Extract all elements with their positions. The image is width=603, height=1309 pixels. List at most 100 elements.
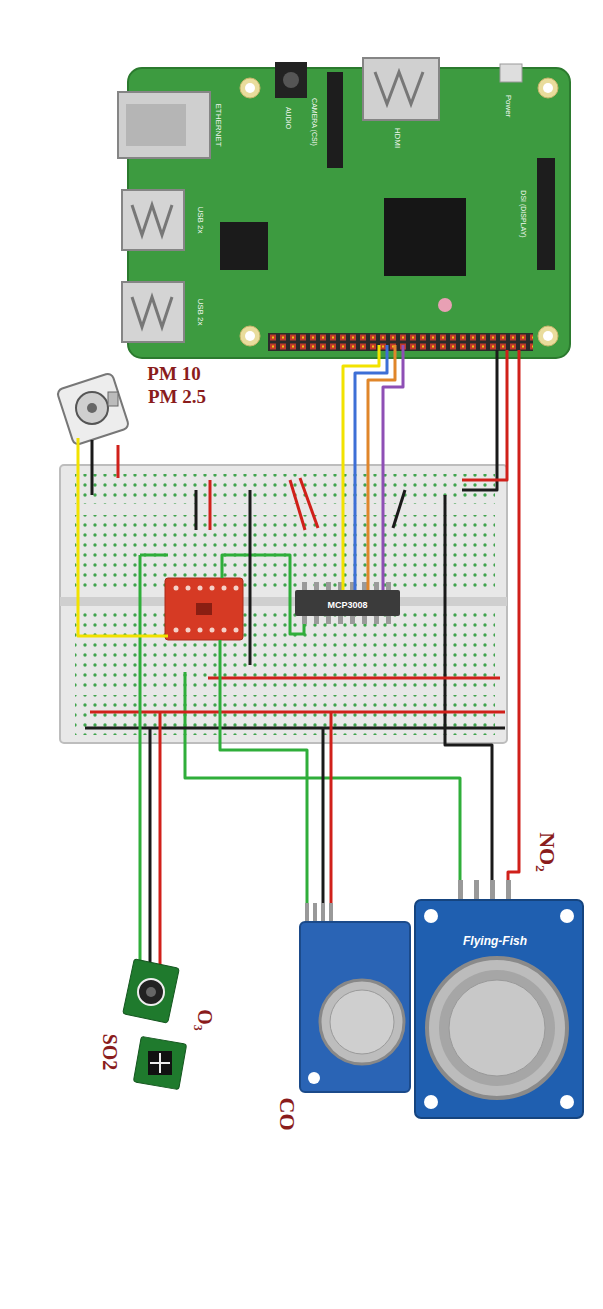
chip-pins [362,616,367,624]
raspberry-pi-board [132,297,172,327]
text-holder: AUDIO [282,107,300,129]
co-sensor-board [305,903,309,923]
jumper-wire [209,480,212,530]
level-shifter-board [210,628,215,633]
o3-sensor-board [133,1036,186,1089]
sensor-label: CO [275,1098,299,1131]
breadboard [60,465,507,743]
gas-sensor-module: CO [270,915,410,1137]
jumper-wire [159,712,162,968]
header-wire-stub [386,345,389,358]
level-shifter-board [196,603,212,615]
text-holder: Power [502,95,520,118]
jumper-wire [208,677,500,680]
text-holder: PM 2.5 [148,387,206,408]
so2-sensor-board [138,979,164,1005]
so2-sensor-board [123,959,180,1023]
raspberry-pi-board [122,282,184,342]
chip-pins [302,582,307,590]
raspberry-pi-board [438,298,452,312]
no2-sensor-board [424,1095,438,1109]
sensor-label: PM 10 [147,364,200,385]
port-label: Power [503,95,512,118]
jumper-wire [322,728,325,915]
text-holder: PM 10 [147,364,200,385]
header-wire-stub [394,345,397,358]
jumper-wire [140,554,168,557]
header-wire-stub [379,345,403,358]
level-shifter-board [186,628,191,633]
raspberry-pi-board [500,64,522,82]
no2-sensor-board [560,909,574,923]
so2-sensor-board [123,959,180,1023]
raspberry-pi-board [118,92,210,158]
jumper-wire [195,490,198,530]
module-brand: Flying-Fish [463,935,527,948]
raspberry-pi-board [384,198,466,276]
chip-pins [326,616,331,624]
co-sensor-board [329,903,333,923]
raspberry-pi-board [126,104,186,146]
no2-sensor-board [415,880,583,1118]
chip-pins [314,582,319,590]
text-holder: HDMI [391,128,409,148]
breadboard [75,612,495,687]
text-holder: SO2 [99,1034,121,1071]
sensor-label: PM 2.5 [148,387,206,408]
pm-sensor [56,372,129,445]
raspberry-pi-board [245,331,255,341]
text-holder: USB 2x [194,206,212,233]
port-label: AUDIO [284,107,292,129]
raspberry-pi-board [240,326,260,346]
port-label: USB 2x [195,298,204,325]
co-sensor-board [321,903,325,923]
no2-sensor-board [560,1095,574,1109]
co-sensor-board [300,922,410,1092]
co-sensor-board [320,980,404,1064]
chip-pins [350,616,355,624]
jumper-wire [508,350,519,885]
text-holder: Flying-Fish [463,931,527,949]
chip-pins [386,582,391,590]
jumper-wire [78,438,168,636]
no2-sensor-board [424,909,438,923]
raspberry-pi-board [543,331,553,341]
sensor-label: SO2 [99,1034,121,1071]
o3-sensor-board [150,1062,170,1064]
no2-sensor-board [439,970,555,1086]
text-holder: DSI (DISPLAY) [517,190,535,237]
level-shifter-board [165,578,243,640]
raspberry-pi-board [245,83,255,93]
jumper-wire [117,445,120,478]
raspberry-pi-board [118,58,570,358]
pm-sensor [56,372,129,445]
pm-sensor [87,403,97,413]
level-shifter-board [222,586,227,591]
jumper-wire [91,440,94,495]
wire-connector [343,358,379,590]
adc-chip: MCP3008 [295,590,400,616]
co-sensor-board [313,903,317,923]
raspberry-pi-board [275,62,307,98]
header-wire-stub [402,345,405,358]
chip-pins [386,616,391,624]
jumper-wire [462,350,507,480]
level-shifter-board [198,628,203,633]
jumper-wire [393,490,405,528]
header-wire-stub [378,345,381,358]
text-holder: CO [275,1098,299,1131]
raspberry-pi-board [240,78,260,98]
raspberry-pi: ETHERNETUSB 2xUSB 2xAUDIOCAMERA (CSI)HDM… [128,68,570,358]
level-shifter-board [198,586,203,591]
jumper-wire [330,712,333,915]
gas-sensor: O₃ [132,1000,224,1095]
jumper-wire [139,555,142,968]
text-holder: ETHERNET [212,103,230,146]
text-holder: O₃ [194,1009,216,1031]
port-label: HDMI [392,128,401,148]
raspberry-pi-board [538,78,558,98]
level-shifter-board [174,628,179,633]
